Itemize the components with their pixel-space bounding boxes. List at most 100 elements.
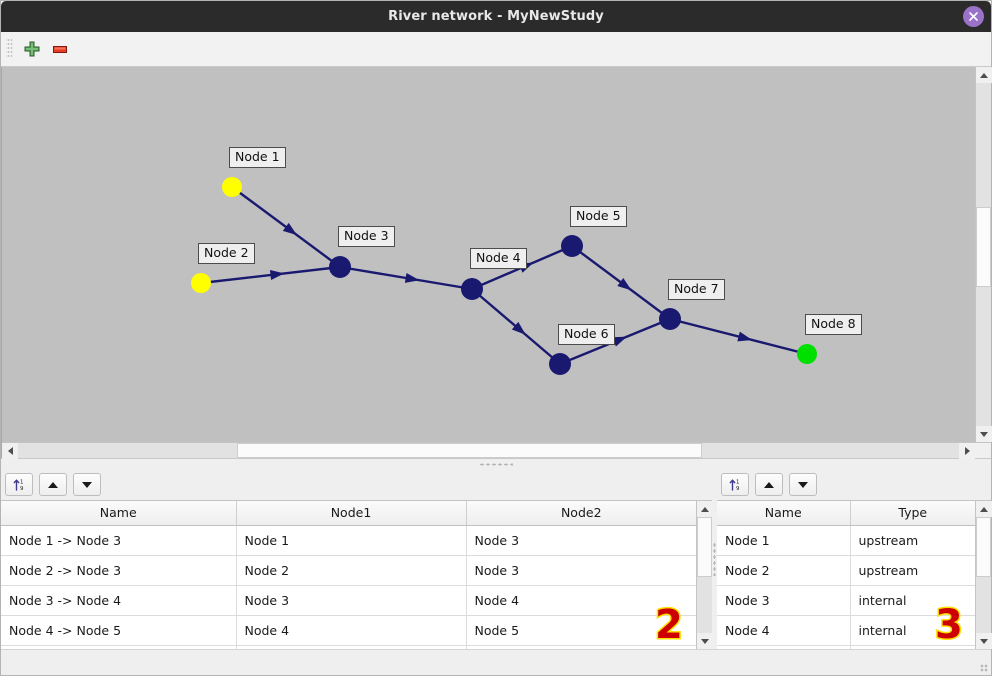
column-header[interactable]: Node2: [466, 501, 696, 526]
resize-grip-icon[interactable]: [980, 664, 988, 672]
nodes-vscroll-track[interactable]: [976, 517, 991, 633]
scroll-left-arrow-icon[interactable]: [2, 443, 18, 459]
reaches-move-up-button[interactable]: [39, 473, 67, 496]
graph-node[interactable]: [329, 256, 351, 278]
table-cell-empty[interactable]: [466, 645, 696, 649]
status-bar: [1, 649, 991, 675]
toolbar-drag-handle[interactable]: [6, 39, 13, 59]
canvas-horizontal-scrollbar[interactable]: [2, 442, 991, 459]
horizontal-splitter[interactable]: [1, 458, 991, 469]
nodes-sort-button[interactable]: 1 9: [721, 473, 749, 496]
vertical-splitter[interactable]: [712, 469, 717, 649]
scroll-up-arrow-icon[interactable]: [976, 67, 992, 83]
graph-node-label[interactable]: Node 6: [558, 324, 615, 345]
table-cell[interactable]: Node 1: [236, 525, 467, 556]
table-cell[interactable]: Node 4: [466, 585, 696, 616]
table-cell[interactable]: Node 2: [717, 555, 851, 586]
table-cell[interactable]: Node 2 -> Node 3: [1, 555, 237, 586]
table-cell-empty[interactable]: [1, 645, 237, 649]
table-cell[interactable]: Node 3 -> Node 4: [1, 585, 237, 616]
table-cell[interactable]: Node 1: [717, 525, 851, 556]
graph-node[interactable]: [561, 235, 583, 257]
graph-node[interactable]: [797, 344, 817, 364]
graph-node-label[interactable]: Node 2: [198, 243, 255, 264]
table-row-empty[interactable]: [717, 645, 975, 649]
table-cell[interactable]: internal: [850, 585, 975, 616]
canvas-hscroll-track[interactable]: [18, 443, 959, 458]
table-cell[interactable]: Node 5: [466, 615, 696, 646]
nodes-toolbar: 1 9: [717, 469, 991, 500]
table-cell[interactable]: Node 4 -> Node 5: [1, 615, 237, 646]
table-cell-empty[interactable]: [850, 645, 975, 649]
graph-node-label[interactable]: Node 3: [338, 226, 395, 247]
scroll-right-arrow-icon[interactable]: [959, 443, 975, 459]
table-row-empty[interactable]: [1, 645, 696, 649]
table-cell[interactable]: Node 3: [236, 585, 467, 616]
graph-node-label[interactable]: Node 1: [229, 147, 286, 168]
table-cell[interactable]: Node 2: [236, 555, 467, 586]
arrow-up-icon: [764, 481, 774, 488]
nodes-move-down-button[interactable]: [789, 473, 817, 496]
graph-node[interactable]: [461, 278, 483, 300]
canvas-vscroll-thumb[interactable]: [976, 207, 991, 287]
graph-edge[interactable]: [669, 317, 808, 356]
graph-node[interactable]: [191, 273, 211, 293]
table-cell[interactable]: upstream: [850, 525, 975, 556]
table-cell-empty[interactable]: [236, 645, 467, 649]
table-cell[interactable]: Node 1 -> Node 3: [1, 525, 237, 556]
reaches-vscroll-thumb[interactable]: [697, 517, 712, 577]
nodes-scroll-down-arrow-icon[interactable]: [976, 633, 992, 649]
table-cell[interactable]: Node 4: [717, 615, 851, 646]
nodes-scroll-up-arrow-icon[interactable]: [976, 501, 992, 517]
column-header[interactable]: Node1: [236, 501, 467, 526]
table-cell[interactable]: Node 3: [717, 585, 851, 616]
nodes-vscroll-thumb[interactable]: [976, 517, 991, 577]
nodes-move-up-button[interactable]: [755, 473, 783, 496]
reaches-scroll-down-arrow-icon[interactable]: [697, 633, 713, 649]
reaches-vertical-scrollbar[interactable]: [696, 501, 713, 649]
reaches-vscroll-track[interactable]: [697, 517, 712, 633]
graph-node[interactable]: [549, 353, 571, 375]
close-icon[interactable]: [963, 6, 984, 27]
table-cell[interactable]: Node 3: [466, 555, 696, 586]
add-node-button[interactable]: [18, 35, 46, 63]
canvas-vscroll-track[interactable]: [976, 83, 991, 426]
column-header[interactable]: Type: [850, 501, 975, 526]
canvas-hscroll-thumb[interactable]: [237, 443, 702, 458]
graph-node-label[interactable]: Node 7: [668, 279, 725, 300]
edge-arrow-icon: [282, 222, 298, 236]
table-cell[interactable]: Node 3: [466, 525, 696, 556]
canvas-vertical-scrollbar[interactable]: [975, 67, 992, 442]
column-header[interactable]: Name: [717, 501, 851, 526]
table-cell-empty[interactable]: [717, 645, 851, 649]
column-header[interactable]: Name: [1, 501, 237, 526]
scroll-down-arrow-icon[interactable]: [976, 426, 992, 442]
reaches-scroll-up-arrow-icon[interactable]: [697, 501, 713, 517]
table-cell[interactable]: internal: [850, 615, 975, 646]
table-cell[interactable]: upstream: [850, 555, 975, 586]
graph-node[interactable]: [659, 308, 681, 330]
reaches-sort-button[interactable]: 1 9: [5, 473, 33, 496]
network-graph-canvas[interactable]: Node 1 Node 2 Node 3 Node 4 Node 5 Node 6 Node…: [2, 67, 975, 442]
nodes-vertical-scrollbar[interactable]: [975, 501, 992, 649]
graph-node[interactable]: [222, 177, 242, 197]
reaches-move-down-button[interactable]: [73, 473, 101, 496]
table-cell[interactable]: Node 4: [236, 615, 467, 646]
graph-node-label[interactable]: Node 8: [805, 314, 862, 335]
graph-node-label[interactable]: Node 4: [470, 248, 527, 269]
title-bar: River network - MyNewStudy: [1, 1, 991, 32]
graph-node-label[interactable]: Node 5: [570, 206, 627, 227]
remove-node-button[interactable]: [46, 35, 74, 63]
